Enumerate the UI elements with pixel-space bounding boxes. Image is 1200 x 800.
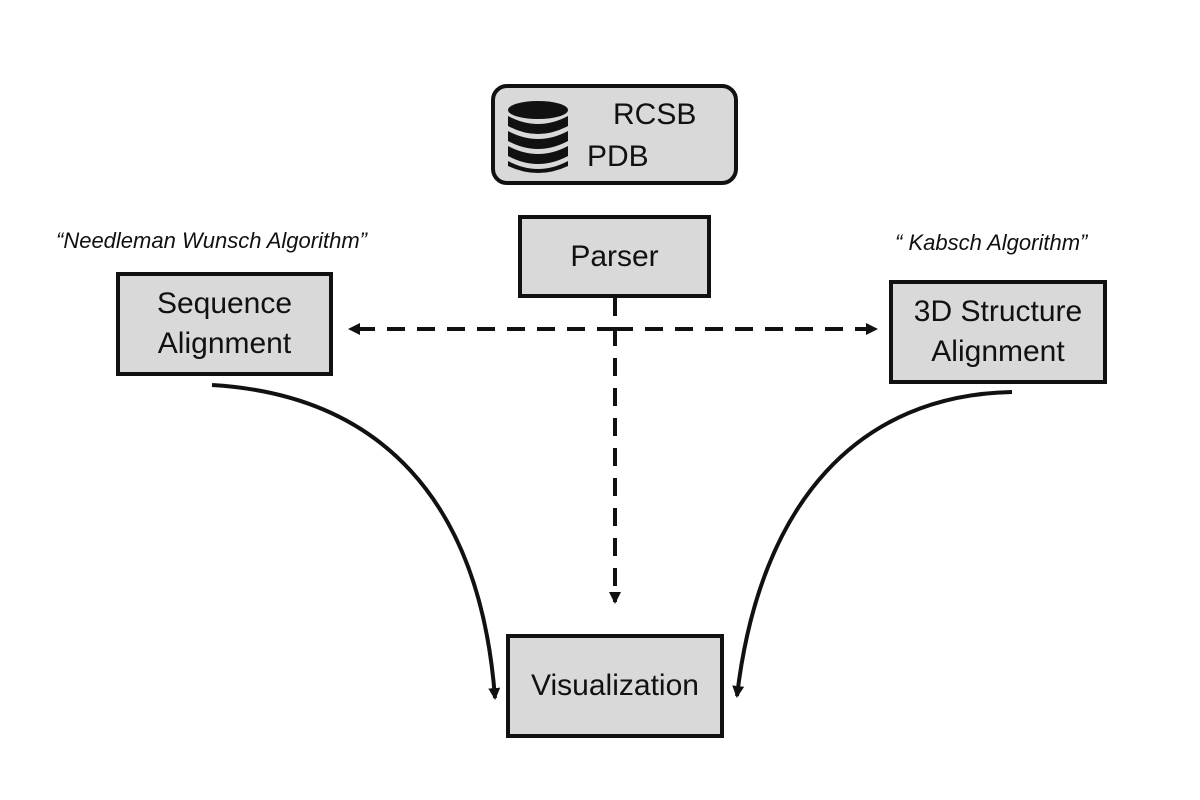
needleman-wunsch-annotation: “Needleman Wunsch Algorithm” — [56, 228, 367, 253]
database-icon — [508, 101, 568, 173]
database-label-pdb: PDB — [587, 140, 649, 173]
database-label-rcsb: RCSB — [613, 98, 697, 131]
structure-alignment-label-line2: Alignment — [931, 335, 1065, 368]
parser-box: Parser — [518, 215, 711, 298]
curve-arrow-sequence-to-visualization — [211, 383, 501, 700]
visualization-box: Visualization — [506, 634, 724, 738]
sequence-alignment-label-line1: Sequence — [156, 287, 293, 320]
visualization-label: Visualization — [531, 669, 699, 702]
rcsb-pdb-database-box: RCSB PDB — [491, 84, 738, 185]
sequence-alignment-label-line2: Alignment — [157, 327, 292, 360]
sequence-alignment-box: Sequence Alignment — [116, 272, 333, 376]
structure-alignment-box: 3D Structure Alignment — [889, 280, 1107, 384]
structure-alignment-label-line1: 3D Structure — [913, 295, 1083, 328]
curve-arrow-structure-to-visualization — [732, 390, 1013, 698]
parser-label: Parser — [570, 239, 659, 273]
kabsch-annotation: “ Kabsch Algorithm” — [895, 230, 1088, 255]
